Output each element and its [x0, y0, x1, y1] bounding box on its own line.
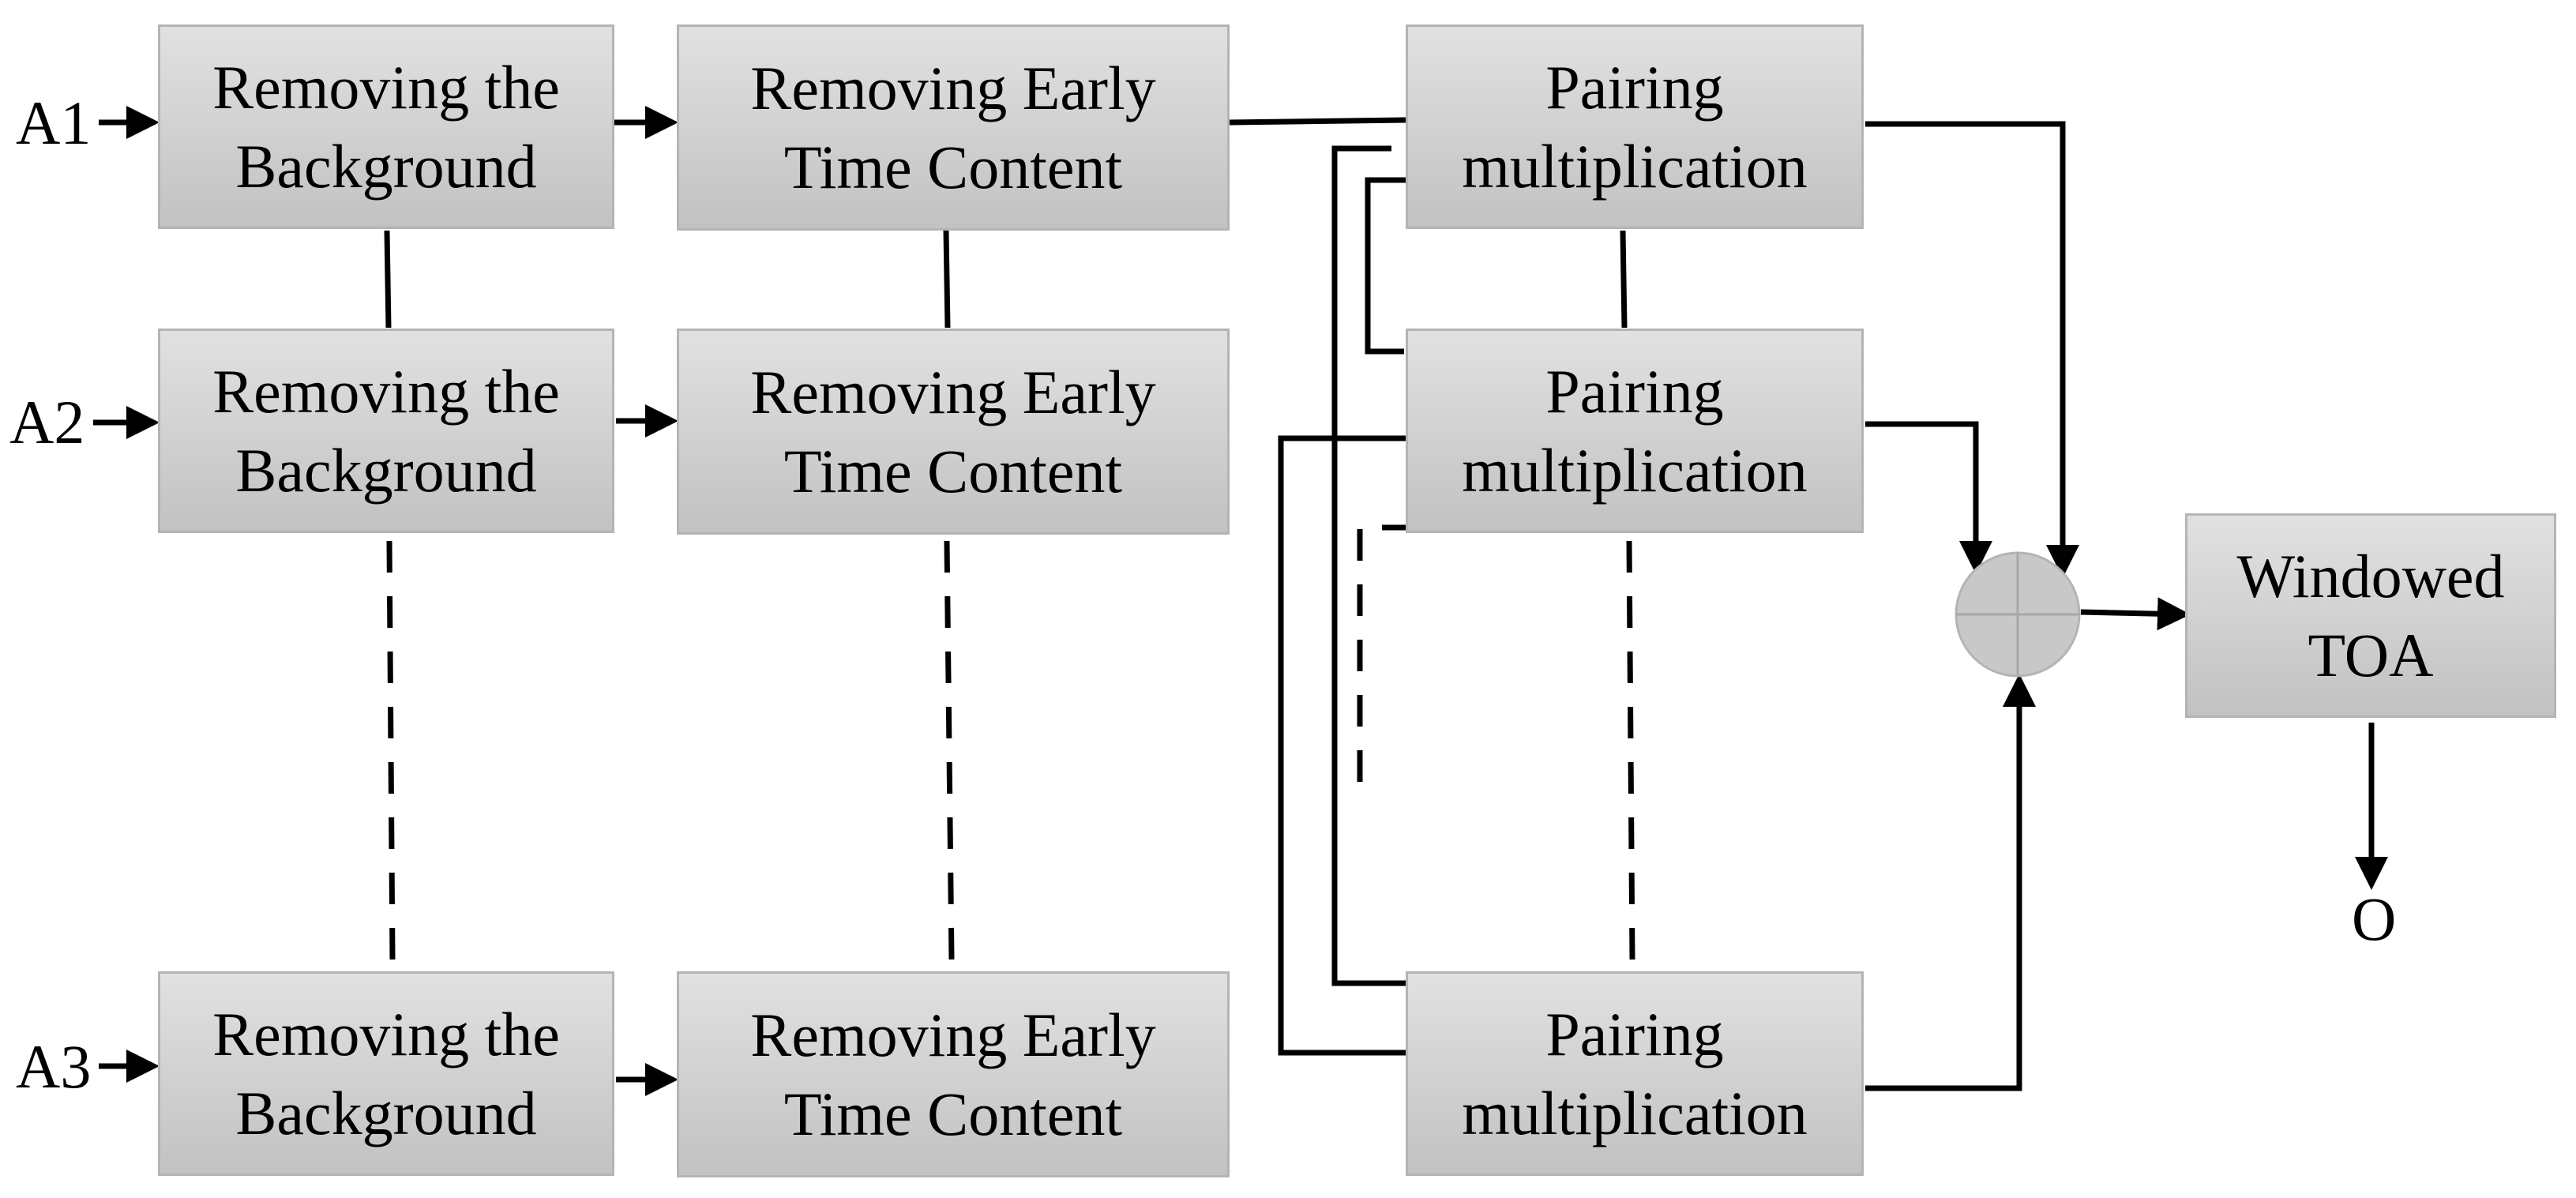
row2-early-line1: Removing Early: [750, 357, 1156, 426]
row2-bg-line1: Removing the: [212, 356, 560, 426]
summing-junction: [1955, 551, 2081, 678]
row2-pair-line2: multiplication: [1462, 435, 1808, 505]
row3-pair-line2: multiplication: [1462, 1078, 1808, 1147]
row1-pairing-block: Pairing multiplication: [1406, 24, 1864, 229]
row2-pair-line1: Pairing: [1545, 356, 1724, 426]
row3-bg-line2: Background: [235, 1078, 537, 1147]
input-label-a1: A1: [16, 88, 92, 157]
pair3-to-summer-arrow: [1865, 674, 2036, 1091]
row1-bg-line2: Background: [235, 131, 537, 201]
row1-pair-line1: Pairing: [1545, 52, 1724, 122]
row1-early-line2: Time Content: [783, 132, 1123, 201]
output-label: O: [2352, 884, 2397, 953]
pair-feed-outer-b: [1278, 435, 1419, 1056]
windowed-toa-line1: Windowed: [2236, 541, 2505, 610]
row1-bg-line1: Removing the: [212, 52, 560, 122]
early-column-dashed: [944, 540, 955, 960]
pair1-to-summer-arrow: [1865, 121, 2079, 578]
pair-feed-outer-a: [1331, 145, 1419, 986]
input-label-a3: A3: [16, 1032, 92, 1101]
row1-pair-line2: multiplication: [1462, 131, 1808, 201]
row2-bg-line2: Background: [235, 435, 537, 505]
row3-early-line2: Time Content: [783, 1079, 1123, 1148]
summer-to-toa-arrow: [2080, 597, 2191, 631]
row2-pairing-block: Pairing multiplication: [1406, 329, 1864, 533]
row3-early-line1: Removing Early: [750, 1000, 1156, 1069]
pair-feed-dashed: [1357, 524, 1414, 786]
row2-early-line2: Time Content: [783, 436, 1123, 505]
bg-column-dashed: [386, 540, 396, 960]
row1-early-to-pair-wire: [1229, 117, 1406, 126]
row3-bg-line1: Removing the: [212, 999, 560, 1068]
bg-column-link: [384, 230, 392, 329]
pair-column-dashed: [1626, 540, 1635, 960]
pair2-to-summer-arrow: [1865, 421, 1992, 574]
row1-early-line1: Removing Early: [750, 53, 1156, 122]
pair-feed-inner-a: [1365, 177, 1407, 355]
pair-column-link: [1620, 230, 1628, 329]
early-column-link: [943, 230, 951, 329]
windowed-toa-line2: TOA: [2308, 620, 2434, 689]
row3-pairing-block: Pairing multiplication: [1406, 971, 1864, 1176]
row3-pair-line1: Pairing: [1545, 999, 1724, 1068]
input-label-a2: A2: [9, 388, 85, 456]
